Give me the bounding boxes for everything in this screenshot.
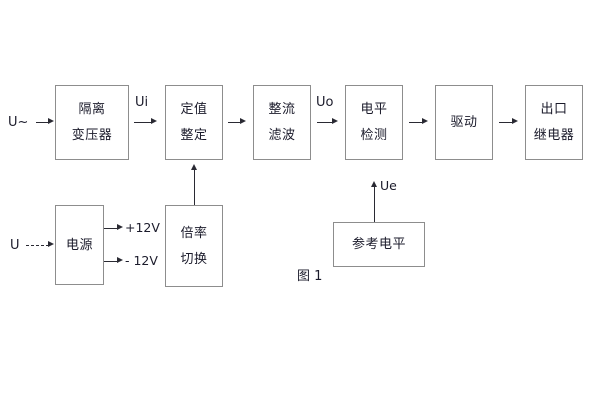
block-line: 出口 <box>540 102 568 117</box>
label-uo: Uo <box>316 95 334 110</box>
arrowhead-uo <box>332 118 338 125</box>
label-pos-supply: +12V <box>125 220 160 235</box>
block-reference-level: 参考电平 <box>333 222 425 267</box>
block-drive: 驱动 <box>435 85 493 160</box>
line-ui <box>134 122 152 123</box>
block-line: 驱动 <box>450 115 478 130</box>
line-drive-to-relay <box>499 122 513 123</box>
arrowhead-ac-input <box>48 118 54 125</box>
block-line: 检测 <box>360 128 388 143</box>
block-line: 电平 <box>360 102 388 117</box>
block-line: 电源 <box>65 237 93 253</box>
line-level-to-drive <box>409 122 423 123</box>
label-dc-input: U <box>10 238 20 253</box>
block-isolation-transformer: 隔离 变压器 <box>55 85 129 160</box>
label-ac-input: U~ <box>8 115 29 130</box>
block-rectify-filter: 整流 滤波 <box>253 85 311 160</box>
block-line: 继电器 <box>533 128 575 143</box>
block-line: 隔离 <box>78 102 106 117</box>
line-uo <box>317 122 333 123</box>
line-pos-supply <box>104 228 118 229</box>
block-multiplier-switch: 倍率 切换 <box>165 205 223 287</box>
line-ac-input <box>36 122 49 123</box>
block-line: 滤波 <box>268 128 296 143</box>
block-output-relay: 出口 继电器 <box>525 85 583 160</box>
label-ue: Ue <box>380 178 397 193</box>
arrowhead-ui <box>151 118 157 125</box>
line-neg-supply <box>104 261 118 262</box>
line-multiplier-to-setting <box>193 170 195 205</box>
block-line: 变压器 <box>71 128 113 143</box>
arrowhead-dc-input <box>48 241 54 248</box>
block-line: 整定 <box>180 128 208 143</box>
block-power-supply: 电源 <box>55 205 104 285</box>
figure-caption: 图 1 <box>297 269 323 284</box>
block-line: 切换 <box>180 251 208 267</box>
arrowhead-multiplier-to-setting <box>190 164 197 170</box>
arrowhead-drive-to-relay <box>512 118 518 125</box>
block-line: 参考电平 <box>351 237 406 252</box>
label-neg-supply: - 12V <box>125 253 158 268</box>
block-line: 定值 <box>180 102 208 117</box>
arrowhead-ue <box>370 181 377 187</box>
arrowhead-neg-supply <box>117 257 123 264</box>
block-line: 倍率 <box>180 225 208 241</box>
line-setting-to-rectify <box>228 122 241 123</box>
arrowhead-pos-supply <box>117 224 123 231</box>
block-setting-value: 定值 整定 <box>165 85 223 160</box>
label-ui: Ui <box>135 95 149 110</box>
block-line: 整流 <box>268 102 296 117</box>
line-ue <box>373 187 375 222</box>
arrowhead-level-to-drive <box>422 118 428 125</box>
block-level-detection: 电平 检测 <box>345 85 403 160</box>
line-dc-input <box>26 245 49 246</box>
arrowhead-setting-to-rectify <box>240 118 246 125</box>
